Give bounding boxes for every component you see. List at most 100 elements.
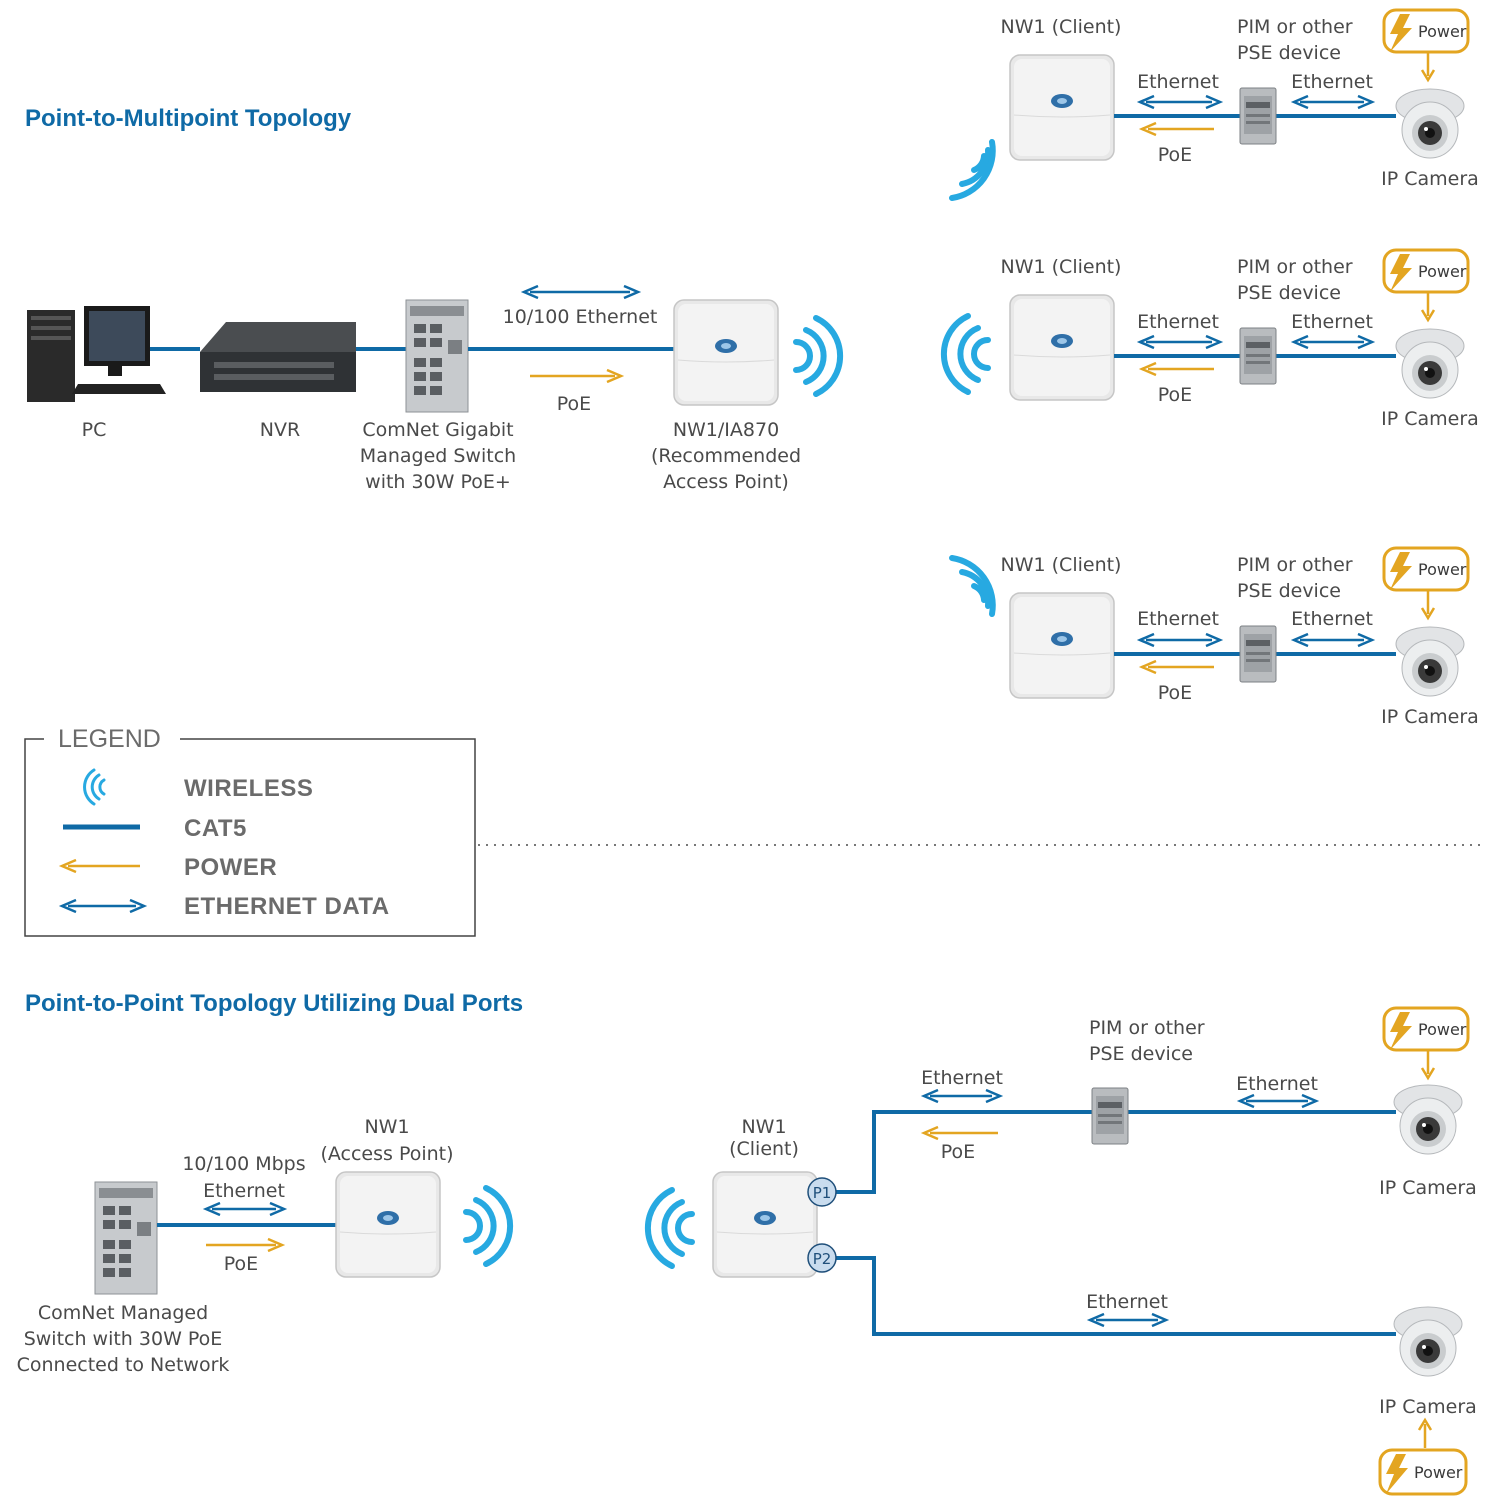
power-label: Power	[1418, 22, 1467, 41]
client-antenna-icon	[712, 1171, 818, 1278]
ethernet-label: Ethernet	[1137, 71, 1219, 93]
pse-device-icon	[1239, 327, 1277, 385]
power-badge: Power	[1382, 546, 1470, 621]
poe-label: PoE	[1158, 384, 1192, 406]
ethernet-label: Ethernet	[1291, 311, 1373, 333]
ethernet-data-arrow	[202, 1201, 288, 1217]
nvr-icon	[200, 322, 356, 392]
dual-client-label-2: (Client)	[729, 1138, 799, 1160]
pse-device-icon	[1091, 1087, 1129, 1145]
client-antenna-icon	[1009, 294, 1115, 401]
cat5-p2-line	[836, 1256, 1396, 1336]
pse-label-1: PIM or other	[1237, 554, 1353, 576]
client-row-3: NW1 (Client) Ethernet PoE PIM or other P…	[949, 546, 1479, 728]
ip-camera-icon	[1393, 1084, 1463, 1155]
ip-camera-icon	[1395, 626, 1465, 697]
ap-label-2: (Recommended	[651, 445, 801, 467]
lightning-icon	[1386, 1454, 1408, 1494]
poe-arrow	[1138, 659, 1214, 675]
ethernet-data-arrow	[1136, 632, 1224, 648]
port-p1: P1	[807, 1177, 837, 1207]
ethernet-label: Ethernet	[1137, 311, 1219, 333]
ip-camera-icon	[1393, 1306, 1463, 1377]
wireless-icon	[940, 313, 991, 395]
ethernet-label: Ethernet	[1291, 71, 1373, 93]
dual-title: Point-to-Point Topology Utilizing Dual P…	[25, 990, 523, 1017]
legend-power: POWER	[184, 854, 277, 881]
managed-switch-icon	[405, 299, 469, 413]
ap-label-1: NW1/IA870	[673, 419, 779, 441]
ethernet-label: 10/100 Ethernet	[503, 306, 658, 328]
ethernet-label: Ethernet	[1137, 608, 1219, 630]
lightning-icon	[1390, 14, 1412, 52]
camera-label: IP Camera	[1381, 168, 1479, 190]
ethernet-data-arrow	[1236, 1093, 1320, 1109]
poe-label: PoE	[1158, 682, 1192, 704]
lightning-icon	[1390, 1012, 1412, 1050]
nvr-label: NVR	[260, 419, 300, 441]
ethernet-data-arrow	[1290, 334, 1376, 350]
legend: LEGEND WIRELESS CAT5 POWER ETHERNET DATA	[24, 725, 476, 937]
ap-wireless-icon	[463, 1185, 514, 1267]
dual-client-label-1: NW1	[741, 1116, 786, 1138]
legend-wireless-icon	[83, 768, 106, 806]
client-row-1: NW1 (Client) Ethernet PoE PIM or other P…	[949, 8, 1479, 201]
ethernet-data-arrow	[1136, 334, 1224, 350]
pse-device-icon	[1239, 625, 1277, 683]
managed-switch-icon	[94, 1181, 158, 1295]
power-badge: Power	[1382, 248, 1470, 323]
poe-label: PoE	[941, 1141, 975, 1163]
ethernet-label: Ethernet	[1291, 608, 1373, 630]
port-p2-label: P2	[813, 1250, 832, 1268]
ethernet-label: Ethernet	[921, 1067, 1003, 1089]
ap-label-3: Access Point)	[663, 471, 789, 493]
wireless-icon	[949, 555, 996, 617]
client-label: NW1 (Client)	[1001, 554, 1122, 576]
pc-label: PC	[82, 419, 107, 441]
cat5-p1-line	[836, 1110, 1396, 1194]
switch-label-1: ComNet Gigabit	[362, 419, 513, 441]
power-label: Power	[1418, 1020, 1467, 1039]
mbps-label-1: 10/100 Mbps	[182, 1153, 305, 1175]
pse-label-1: PIM or other	[1237, 16, 1353, 38]
client-label: NW1 (Client)	[1001, 16, 1122, 38]
poe-label: PoE	[1158, 144, 1192, 166]
camera-label: IP Camera	[1381, 408, 1479, 430]
dual-switch-label-1: ComNet Managed	[38, 1302, 208, 1324]
mbps-label-2: Ethernet	[203, 1180, 285, 1202]
poe-label: PoE	[557, 393, 591, 415]
power-badge: Power	[1378, 1417, 1468, 1496]
poe-arrow	[206, 1237, 286, 1253]
lightning-icon	[1390, 552, 1412, 590]
port-p1-label: P1	[813, 1184, 832, 1202]
dual-switch-label-2: Switch with 30W PoE	[24, 1328, 223, 1350]
pse-label-1: PIM or other	[1237, 256, 1353, 278]
client-label: NW1 (Client)	[1001, 256, 1122, 278]
ethernet-label: Ethernet	[1086, 1291, 1168, 1313]
pc-icon	[27, 306, 166, 402]
power-label: Power	[1418, 560, 1467, 579]
camera-label: IP Camera	[1379, 1177, 1477, 1199]
pse-label-1: PIM or other	[1089, 1017, 1205, 1039]
dual-switch-label-3: Connected to Network	[17, 1354, 230, 1376]
power-label: Power	[1418, 262, 1467, 281]
ethernet-data-arrow	[520, 284, 642, 300]
ip-camera-icon	[1395, 88, 1465, 159]
dual-ap-label-1: NW1	[364, 1116, 409, 1138]
client-wireless-icon	[644, 1187, 695, 1269]
access-point-antenna-icon	[673, 299, 779, 406]
access-point-antenna-icon	[335, 1171, 441, 1278]
ethernet-data-arrow	[1290, 632, 1376, 648]
ap-wireless-icon	[793, 315, 844, 397]
legend-cat5: CAT5	[184, 815, 247, 842]
ethernet-label: Ethernet	[1236, 1073, 1318, 1095]
port-p2: P2	[807, 1243, 837, 1273]
pse-label-2: PSE device	[1237, 580, 1341, 602]
legend-title: LEGEND	[58, 725, 161, 753]
client-row-2: NW1 (Client) Ethernet PoE PIM or other P…	[940, 248, 1479, 430]
switch-label-3: with 30W PoE+	[365, 471, 511, 493]
ethernet-data-arrow	[1136, 94, 1224, 110]
power-badge: Power	[1382, 1006, 1470, 1081]
wireless-icon	[949, 139, 996, 201]
client-antenna-icon	[1009, 592, 1115, 699]
